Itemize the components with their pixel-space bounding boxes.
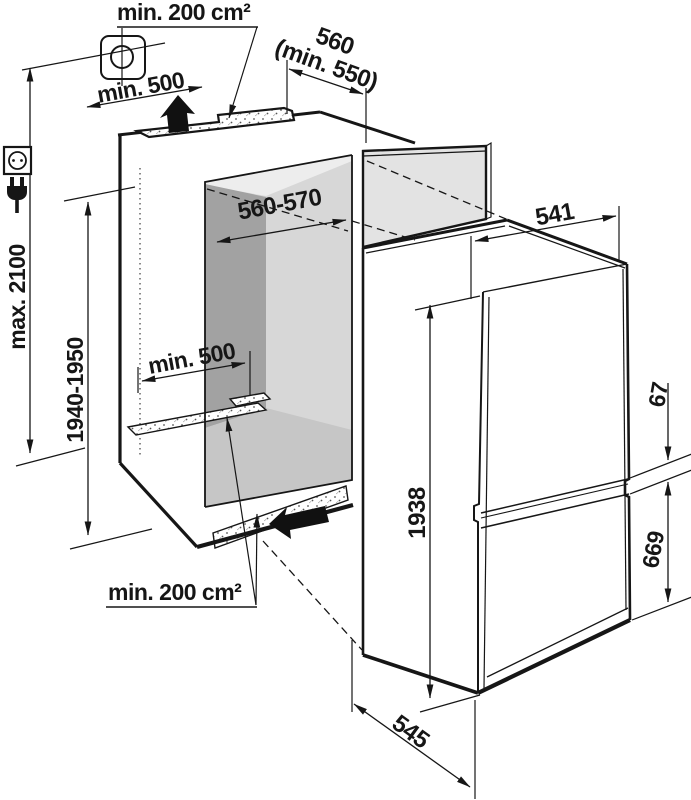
dim-label-top-vent-area: min. 200 cm² (117, 0, 251, 25)
niche-opening-outline (204, 154, 353, 508)
dim-label-door-gap: 67 (643, 380, 673, 409)
alignment-dashed-bottom (262, 540, 363, 651)
dim-appliance-width (474, 215, 617, 242)
appliance-plinth-line (486, 607, 629, 678)
airflow-up-arrow-icon (160, 95, 195, 133)
floor-vent-strip (126, 392, 272, 436)
dim-niche-depth (288, 68, 364, 95)
leader-plinth-vent (253, 513, 261, 606)
leader-top-vent (228, 26, 258, 119)
alignment-dashed-niche (351, 220, 416, 241)
dim-label-niche-height: 1940-1950 (62, 337, 88, 443)
appliance-side-face (363, 248, 483, 693)
appliance (361, 218, 632, 695)
door-gap-lower-line (480, 493, 630, 529)
fixing-point-icon (100, 28, 146, 86)
dim-top-clearance (86, 85, 203, 109)
leader-lines (106, 26, 261, 608)
niche-floor (205, 408, 352, 507)
appliance-front-face (478, 264, 630, 693)
measure-lines (26, 67, 672, 788)
dim-label-bottom-vent-area: min. 200 cm² (108, 579, 242, 605)
niche-ceiling (205, 155, 352, 196)
dim-label-appliance-depth: 545 (387, 710, 434, 755)
door-gap-upper-line (480, 478, 629, 514)
dim-label-appliance-width: 541 (533, 198, 576, 232)
dim-niche-width (216, 218, 347, 244)
airflow-left-arrow-icon (269, 506, 329, 539)
dimension-lines (15, 26, 691, 799)
dim-floor-depth (141, 361, 246, 383)
dim-appliance-depth (353, 703, 471, 788)
leader-floor-vent (225, 417, 257, 606)
power-plug-icon (7, 177, 27, 213)
extension-lines (15, 42, 691, 799)
power-socket-icon (2, 145, 33, 176)
furniture-door-panel (361, 141, 492, 249)
dim-label-top-clearance: min. 500 (95, 66, 186, 107)
appliance-top-face (363, 220, 627, 292)
dim-label-lower-door: 669 (637, 529, 669, 570)
dim-label-appliance-height: 1938 (404, 487, 431, 539)
dim-label-socket-height: max. 2100 (4, 244, 30, 349)
